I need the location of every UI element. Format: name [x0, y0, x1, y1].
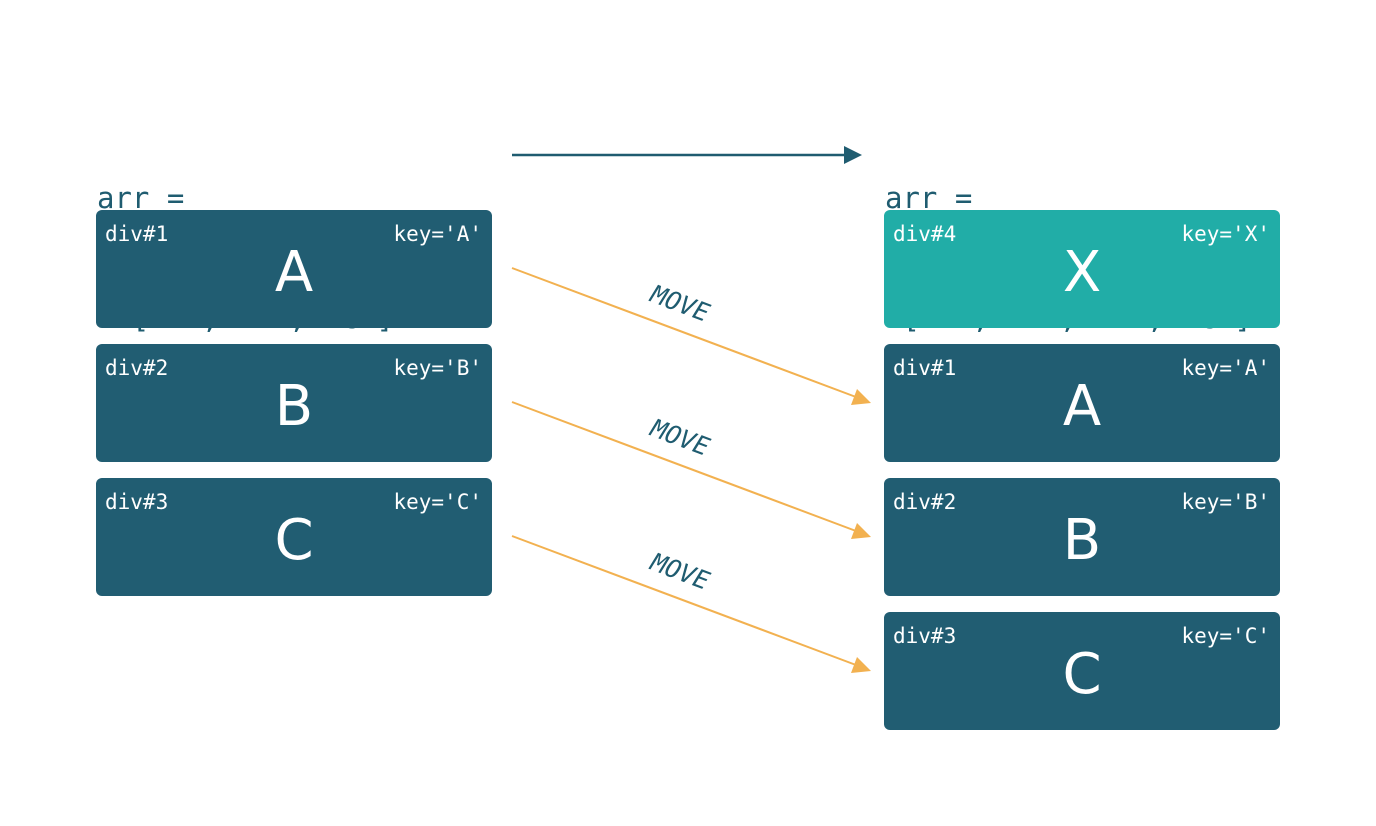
- move-arrow-a: [511, 267, 871, 405]
- box-id: div#2: [893, 490, 957, 514]
- before-box-a: div#1 key='A' A: [96, 210, 492, 328]
- box-letter: A: [274, 240, 314, 305]
- box-id: div#1: [105, 222, 169, 246]
- after-box-x: div#4 key='X' X: [884, 210, 1280, 328]
- box-id: div#2: [105, 356, 169, 380]
- after-box-b: div#2 key='B' B: [884, 478, 1280, 596]
- box-letter: X: [1062, 240, 1102, 305]
- box-key: key='C': [393, 490, 482, 514]
- after-box-c: div#3 key='C' C: [884, 612, 1280, 730]
- box-key: key='B': [1181, 490, 1270, 514]
- move-arrow-b: [511, 401, 871, 539]
- before-box-b: div#2 key='B' B: [96, 344, 492, 462]
- box-id: div#3: [893, 624, 957, 648]
- box-key: key='X': [1181, 222, 1270, 246]
- after-array-line-1: arr =: [885, 181, 973, 215]
- after-box-a: div#1 key='A' A: [884, 344, 1280, 462]
- transform-arrow: [512, 146, 862, 164]
- box-letter: A: [1062, 374, 1102, 439]
- box-id: div#1: [893, 356, 957, 380]
- box-key: key='A': [393, 222, 482, 246]
- box-id: div#4: [893, 222, 957, 246]
- move-arrow-c: [511, 535, 871, 673]
- box-letter: C: [274, 508, 314, 573]
- box-letter: B: [274, 374, 314, 439]
- box-letter: C: [1062, 642, 1102, 707]
- move-label-c: MOVE: [646, 547, 714, 596]
- box-key: key='C': [1181, 624, 1270, 648]
- box-key: key='A': [1181, 356, 1270, 380]
- box-key: key='B': [393, 356, 482, 380]
- box-letter: B: [1062, 508, 1102, 573]
- before-box-c: div#3 key='C' C: [96, 478, 492, 596]
- box-id: div#3: [105, 490, 169, 514]
- move-label-a: MOVE: [646, 279, 714, 328]
- before-array-line-1: arr =: [97, 181, 185, 215]
- move-label-b: MOVE: [646, 413, 714, 462]
